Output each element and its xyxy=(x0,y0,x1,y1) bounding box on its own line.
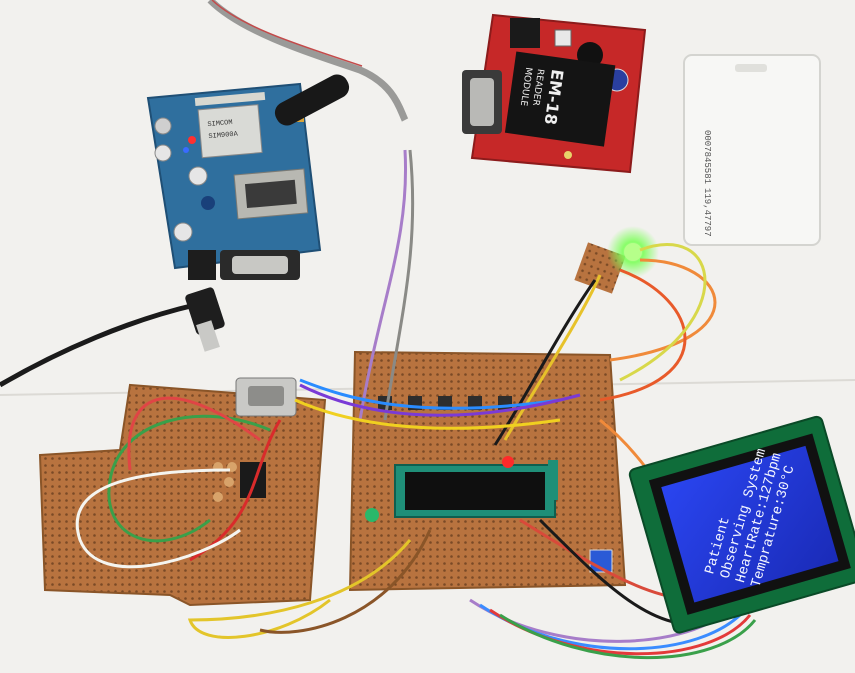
sim-chip-model: SIM900A xyxy=(208,130,239,141)
left-perfboard xyxy=(38,377,327,607)
red-status-led xyxy=(502,456,514,468)
card-number-2: 119,47797 xyxy=(702,188,712,237)
jumper-wires xyxy=(75,149,757,660)
dc-jack xyxy=(188,250,216,280)
rfid-db9-connector xyxy=(462,70,502,134)
dc-jack-plug xyxy=(185,287,225,352)
card-slot-hole xyxy=(735,64,767,72)
sim900a-chip: SIMCOM SIM900A xyxy=(197,104,263,159)
sim-slot xyxy=(244,179,297,209)
small-capacitor xyxy=(213,492,223,502)
rfid-push-switch xyxy=(554,29,572,47)
small-capacitor xyxy=(224,477,234,487)
gsm-module: SIMCOM SIM900A xyxy=(146,74,350,280)
ribbon-cable-edge xyxy=(211,0,363,67)
capacitor xyxy=(173,222,193,242)
capacitor xyxy=(154,117,172,135)
green-led xyxy=(624,243,642,261)
zif-socket xyxy=(394,460,558,518)
em18-module: EM-18 READER MODULE xyxy=(504,51,616,147)
rfid-card: 0007845581 119,47797 xyxy=(683,54,821,246)
lcd-screen xyxy=(661,445,839,603)
rfid-led xyxy=(564,151,572,159)
power-cable xyxy=(0,302,196,388)
card-number-1: 0007845581 xyxy=(702,130,712,184)
left-db9-connector xyxy=(235,377,297,417)
main-perfboard xyxy=(348,350,627,592)
rfid-dc-jack xyxy=(510,18,540,48)
sim-chip-brand: SIMCOM xyxy=(207,119,233,129)
rfid-reader-module: EM-18 READER MODULE xyxy=(462,13,647,174)
blue-led xyxy=(183,147,189,153)
regulator-dot xyxy=(201,196,215,210)
red-led xyxy=(188,136,196,144)
green-component xyxy=(365,508,379,522)
capacitor xyxy=(154,144,172,162)
lcd-display xyxy=(628,415,855,634)
ribbon-cable xyxy=(207,0,409,122)
antenna xyxy=(274,74,350,126)
led-board xyxy=(574,226,659,294)
db9-connector xyxy=(220,250,300,280)
ic-chip xyxy=(240,462,266,498)
capacitor xyxy=(188,166,208,186)
